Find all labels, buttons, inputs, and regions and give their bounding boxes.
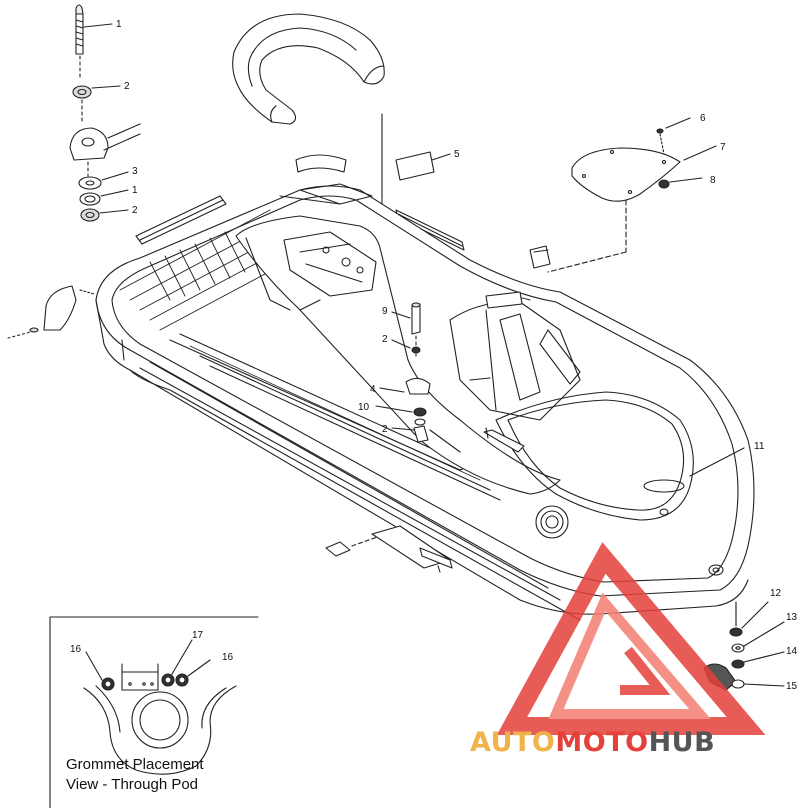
hitch-pin-stack bbox=[69, 4, 141, 222]
callout-17: 17 bbox=[192, 630, 204, 641]
callout-13: 13 bbox=[786, 612, 798, 623]
rear-eye-hardware bbox=[703, 601, 745, 691]
callout-6: 6 bbox=[700, 113, 706, 124]
callout-12: 12 bbox=[770, 588, 782, 599]
callout-11: 11 bbox=[754, 441, 765, 452]
callout-16: 16 bbox=[222, 652, 234, 663]
watermark-logo bbox=[496, 542, 766, 735]
inset-caption-line2: View - Through Pod bbox=[66, 776, 199, 793]
callout-16: 16 bbox=[70, 644, 82, 655]
inset-caption: Grommet Placement View - Through Pod bbox=[66, 755, 204, 795]
storage-cover-plate bbox=[547, 147, 681, 273]
callout-15: 15 bbox=[786, 681, 798, 692]
hood-latch bbox=[411, 302, 421, 357]
watermark-auto: AUTO bbox=[470, 727, 556, 758]
callout-labels: 1 2 3 1 2 5 6 7 8 9 2 4 10 2 11 12 13 14… bbox=[70, 19, 798, 692]
callout-2: 2 bbox=[382, 424, 388, 435]
callout-9: 9 bbox=[382, 306, 388, 317]
grab-handle bbox=[232, 13, 385, 125]
watermark-text: AUTOMOTOHUB bbox=[470, 727, 715, 758]
callout-10: 10 bbox=[358, 402, 370, 413]
callout-2: 2 bbox=[124, 81, 130, 92]
callout-14: 14 bbox=[786, 646, 798, 657]
callout-1: 1 bbox=[132, 185, 138, 196]
callout-2: 2 bbox=[382, 334, 388, 345]
callout-1: 1 bbox=[116, 19, 122, 30]
callout-3: 3 bbox=[132, 166, 138, 177]
callout-5: 5 bbox=[454, 149, 460, 160]
grommet-inset-box bbox=[49, 616, 259, 808]
inset-caption-line1: Grommet Placement bbox=[66, 756, 204, 773]
callout-4: 4 bbox=[370, 384, 376, 395]
callout-8: 8 bbox=[710, 175, 716, 186]
callout-7: 7 bbox=[720, 142, 726, 153]
watermark-hub: HUB bbox=[648, 727, 716, 758]
callout-2: 2 bbox=[132, 205, 138, 216]
watermark-moto: MOTO bbox=[555, 727, 649, 758]
